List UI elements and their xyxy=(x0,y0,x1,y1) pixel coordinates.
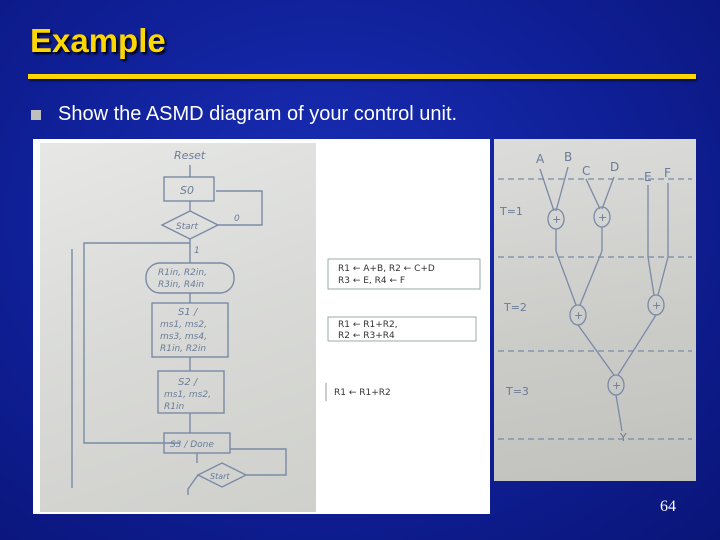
input-b-label: B xyxy=(564,150,572,164)
s2-box xyxy=(157,370,225,414)
rt-box-1 xyxy=(327,258,481,290)
start-one-label: 1 xyxy=(194,246,200,256)
adder-3-plus: + xyxy=(574,309,583,322)
s0-action-line-2: R3in, R4in xyxy=(158,280,204,290)
register-transfer-boxes: R1 ← A+B, R2 ← C+D R3 ← E, R4 ← F R1 ← R… xyxy=(325,258,481,401)
rt-box-1-line-1: R1 ← A+B, R2 ← C+D xyxy=(338,264,435,274)
s3-label: S3 / Done xyxy=(170,440,214,450)
s1-action-line-3: R1in, R2in xyxy=(160,344,206,354)
page-number: 64 xyxy=(660,498,676,515)
time-label-3: T=3 xyxy=(505,385,529,398)
start-zero-label: 0 xyxy=(234,214,240,224)
rt-box-2-line-2: R2 ← R3+R4 xyxy=(338,331,395,341)
s0-label: S0 xyxy=(180,184,194,197)
adder-5-plus: + xyxy=(612,379,621,392)
slide-title: Example xyxy=(30,22,166,59)
adder-5 xyxy=(607,374,625,396)
output-y-label: Y xyxy=(619,431,627,444)
dataflow-drawing: A B C D E F T=1 T=2 T=3 Y xyxy=(498,150,692,444)
input-f-label: F xyxy=(664,166,671,180)
reset-label: Reset xyxy=(174,149,206,162)
start-label: Start xyxy=(176,222,198,232)
end-diamond xyxy=(196,462,248,488)
flowchart-photo: Reset S0 Start 0 1 R1in, R2in, R3in, R4i… xyxy=(40,143,316,512)
rt-box-1-line-2: R3 ← E, R4 ← F xyxy=(338,276,405,286)
title-underline xyxy=(28,74,696,79)
input-a-label: A xyxy=(536,152,545,166)
rt-box-2-line-1: R1 ← R1+R2, xyxy=(338,320,398,330)
rt-box-2 xyxy=(327,316,477,342)
s1-action-line-2: ms3, ms4, xyxy=(160,332,207,342)
s0-action-line-1: R1in, R2in, xyxy=(158,268,207,278)
adder-4-plus: + xyxy=(652,299,661,312)
s2-action-line-2: R1in xyxy=(164,402,184,412)
flowchart-drawing: Reset S0 Start 0 1 R1in, R2in, R3in, R4i… xyxy=(71,149,287,495)
input-d-label: D xyxy=(610,160,619,174)
time-label-2: T=2 xyxy=(503,301,527,314)
adder-2-plus: + xyxy=(598,211,607,224)
adder-1-plus: + xyxy=(552,213,561,226)
s2-action-line-1: ms1, ms2, xyxy=(164,390,211,400)
bullet-square-icon xyxy=(31,110,41,120)
rt-box-3-text: R1 ← R1+R2 xyxy=(334,388,391,398)
bullet-text: Show the ASMD diagram of your control un… xyxy=(58,103,458,125)
s1-label: S1 / xyxy=(178,307,199,318)
dataflow-photo: A B C D E F T=1 T=2 T=3 Y xyxy=(494,139,696,481)
s0-box xyxy=(163,176,215,202)
input-e-label: E xyxy=(644,170,652,184)
input-c-label: C xyxy=(582,164,590,178)
end-start-label: Start xyxy=(210,472,230,481)
s2-label: S2 / xyxy=(178,377,199,388)
time-label-1: T=1 xyxy=(499,205,523,218)
s1-action-line-1: ms1, ms2, xyxy=(160,320,207,330)
